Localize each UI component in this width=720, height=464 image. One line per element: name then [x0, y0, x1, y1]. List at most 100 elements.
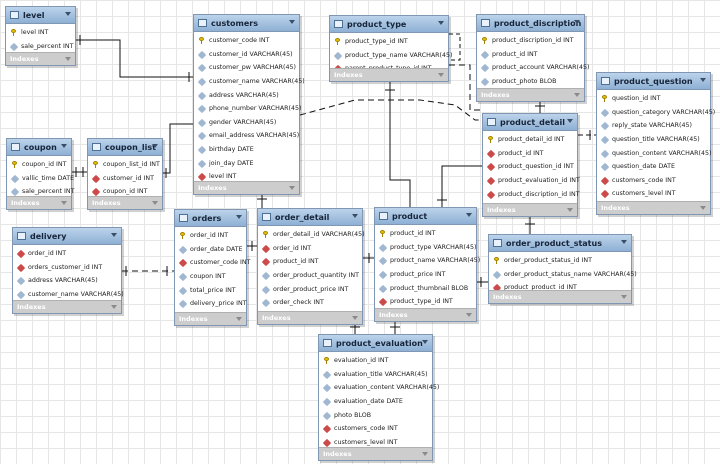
column-row[interactable]: order_check INT — [258, 296, 362, 310]
column-row[interactable]: level INT — [194, 170, 299, 184]
indexes-section[interactable]: Indexes — [13, 300, 121, 313]
indexes-arrow-icon[interactable] — [574, 93, 580, 97]
column-row[interactable]: customer_id INT — [88, 172, 162, 186]
column-row[interactable]: order_date DATE — [175, 243, 246, 257]
indexes-section[interactable]: Indexes — [483, 203, 577, 216]
column-row[interactable]: question_title VARCHAR(45) — [597, 133, 710, 147]
column-row[interactable]: delivery_price INT — [175, 297, 247, 311]
indexes-arrow-icon[interactable] — [621, 295, 627, 299]
column-row[interactable]: customers_level INT — [319, 436, 432, 450]
column-row[interactable]: product_discription_id INT — [477, 34, 584, 48]
column-row[interactable]: reply_state VARCHAR(45) — [597, 119, 710, 133]
column-row[interactable]: product_name VARCHAR(45) — [375, 254, 480, 268]
collapse-arrow-icon[interactable] — [61, 144, 67, 148]
column-row[interactable]: product_type_id INT — [330, 35, 448, 49]
column-row[interactable]: product_price INT — [375, 268, 476, 282]
column-row[interactable]: address VARCHAR(45) — [194, 88, 299, 102]
table-header[interactable]: delivery — [13, 228, 121, 245]
column-row[interactable]: product_id INT — [258, 255, 362, 269]
column-row[interactable]: order_id INT — [258, 242, 362, 256]
column-row[interactable]: vallic_time DATE — [7, 172, 74, 186]
column-row[interactable]: evaluation_title VARCHAR(45) — [319, 368, 432, 382]
indexes-arrow-icon[interactable] — [567, 208, 573, 212]
table-header[interactable]: product_evaluation — [319, 335, 432, 352]
column-row[interactable]: birthday DATE — [194, 143, 299, 157]
column-row[interactable]: product_id INT — [483, 147, 577, 161]
column-row[interactable]: order_id INT — [13, 247, 121, 261]
indexes-arrow-icon[interactable] — [111, 305, 117, 309]
collapse-arrow-icon[interactable] — [574, 20, 580, 24]
table-header[interactable]: product — [375, 208, 476, 225]
column-row[interactable]: order_id INT — [175, 229, 246, 243]
column-row[interactable]: customer_id VARCHAR(45) — [194, 48, 299, 62]
indexes-section[interactable]: Indexes — [258, 311, 362, 324]
collapse-arrow-icon[interactable] — [466, 213, 472, 217]
column-row[interactable]: coupon_id INT — [88, 185, 162, 199]
collapse-arrow-icon[interactable] — [111, 233, 117, 237]
collapse-arrow-icon[interactable] — [65, 12, 71, 16]
column-row[interactable]: customers_code INT — [597, 174, 710, 188]
table-header[interactable]: product_detail — [483, 114, 577, 131]
column-row[interactable]: orders_customer_id INT — [13, 261, 121, 275]
indexes-arrow-icon[interactable] — [289, 186, 295, 190]
column-row[interactable]: order_product_quantity INT — [258, 269, 362, 283]
column-row[interactable]: photo BLOB — [319, 408, 432, 422]
table-header[interactable]: product_type — [330, 16, 448, 33]
indexes-arrow-icon[interactable] — [700, 206, 706, 210]
column-row[interactable]: level INT — [6, 26, 75, 40]
table-header[interactable]: customers — [194, 15, 299, 32]
column-row[interactable]: product_account VARCHAR(45) — [477, 61, 589, 75]
indexes-section[interactable]: Indexes — [88, 196, 162, 209]
column-row[interactable]: product_detail_id INT — [483, 133, 577, 147]
column-row[interactable]: product_photo BLOB — [477, 75, 584, 89]
collapse-arrow-icon[interactable] — [236, 215, 242, 219]
indexes-arrow-icon[interactable] — [422, 452, 428, 456]
table-header[interactable]: order_product_status — [489, 235, 631, 252]
indexes-arrow-icon[interactable] — [65, 57, 71, 61]
column-row[interactable]: address VARCHAR(45) — [13, 274, 121, 288]
indexes-arrow-icon[interactable] — [152, 201, 158, 205]
column-row[interactable]: coupon_list_id INT — [88, 158, 162, 172]
indexes-section[interactable]: Indexes — [175, 312, 246, 325]
indexes-section[interactable]: Indexes — [489, 290, 631, 303]
column-row[interactable]: question_date DATE — [597, 160, 710, 174]
collapse-arrow-icon[interactable] — [700, 78, 706, 82]
column-row[interactable]: product_thumbnail BLOB — [375, 281, 476, 295]
indexes-section[interactable]: Indexes — [597, 201, 710, 214]
column-row[interactable]: evaluation_content VARCHAR(45) — [319, 381, 439, 395]
column-row[interactable]: order_product_status_id INT — [489, 254, 631, 268]
column-row[interactable]: coupon INT — [175, 270, 246, 284]
column-row[interactable]: product_discription_id INT — [483, 187, 580, 201]
column-row[interactable]: product_product_id INT — [489, 281, 631, 295]
table-header[interactable]: coupon_list — [88, 139, 162, 156]
indexes-section[interactable]: Indexes — [7, 196, 71, 209]
table-header[interactable]: order_detail — [258, 209, 362, 226]
table-product-discription[interactable]: product_discription product_discription_… — [476, 14, 589, 102]
indexes-arrow-icon[interactable] — [236, 317, 242, 321]
collapse-arrow-icon[interactable] — [621, 240, 627, 244]
collapse-arrow-icon[interactable] — [352, 214, 358, 218]
column-row[interactable]: question_content VARCHAR(45) — [597, 146, 711, 160]
indexes-arrow-icon[interactable] — [352, 316, 358, 320]
column-row[interactable]: email_address VARCHAR(45) — [194, 129, 299, 143]
collapse-arrow-icon[interactable] — [438, 21, 444, 25]
collapse-arrow-icon[interactable] — [567, 119, 573, 123]
column-row[interactable]: customer_code INT — [175, 256, 250, 270]
collapse-arrow-icon[interactable] — [422, 340, 428, 344]
column-row[interactable]: order_detail_id VARCHAR(45) — [258, 228, 365, 242]
table-header[interactable]: level — [6, 7, 75, 24]
table-header[interactable]: product_discription — [477, 15, 584, 32]
column-row[interactable]: question_category VARCHAR(45) — [597, 106, 715, 120]
indexes-section[interactable]: Indexes — [477, 88, 584, 101]
column-row[interactable]: customer_code INT — [194, 34, 299, 48]
indexes-section[interactable]: Indexes — [319, 447, 432, 460]
table-order-product-status[interactable]: order_product_status order_product_statu… — [488, 234, 637, 304]
column-row[interactable]: customer_name VARCHAR(45) — [194, 75, 305, 89]
column-row[interactable]: customers_code INT — [319, 422, 432, 436]
